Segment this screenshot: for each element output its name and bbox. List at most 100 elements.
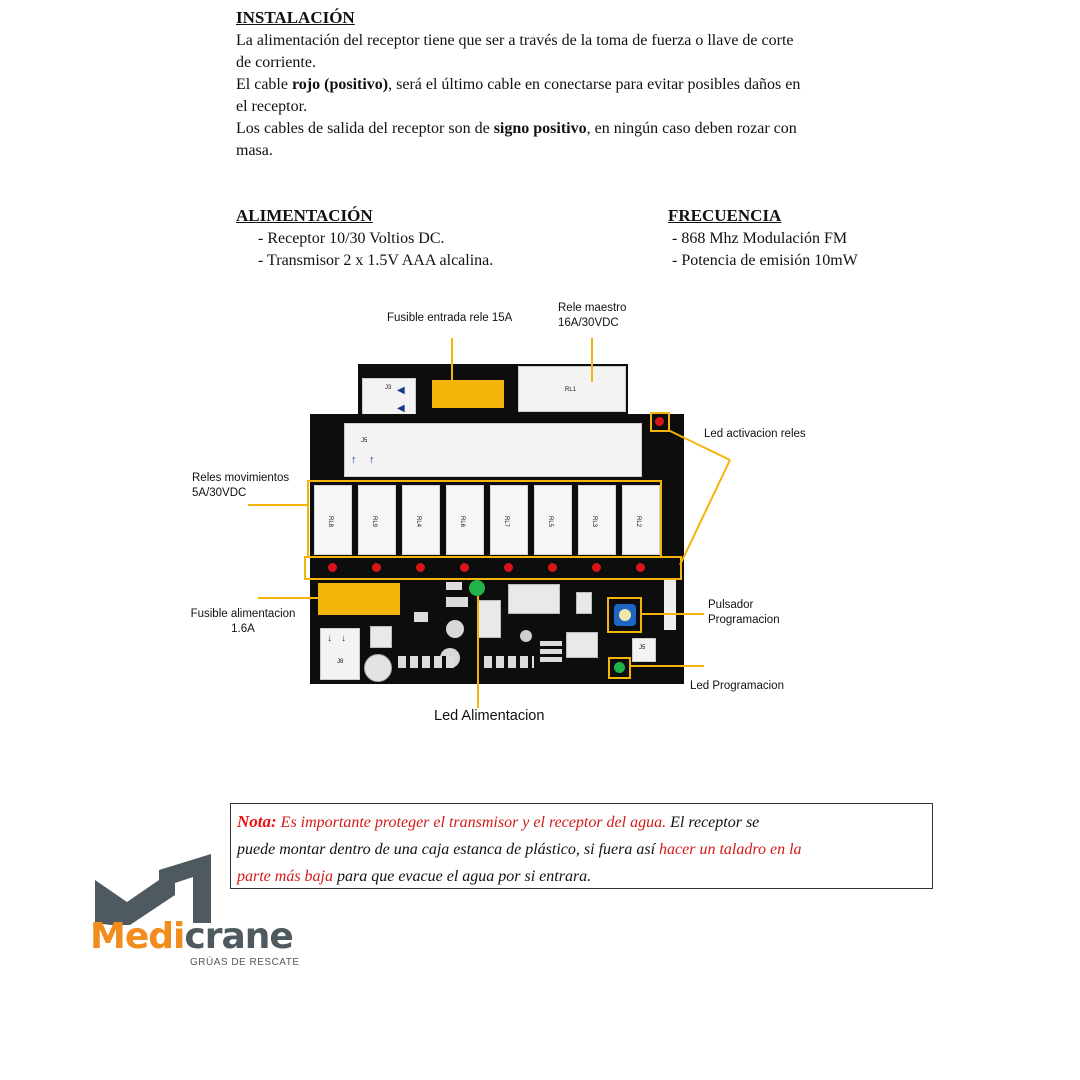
led-red-icon	[328, 563, 337, 572]
relay-rl5: RL5	[534, 485, 572, 555]
label-pulsador-line2: Programacion	[708, 614, 780, 626]
label-led-alimentacion: Led Alimentacion	[434, 708, 545, 724]
j5-label: J5	[361, 438, 368, 444]
label-fusible-alim-line2: 1.6A	[231, 623, 255, 635]
arrow-up-icon: ↑	[369, 454, 375, 466]
nota-red-2b: parte más baja	[237, 868, 333, 885]
relay-master-rl1: RL1	[518, 366, 626, 412]
nota-box: Nota: Es importante proteger el transmis…	[230, 803, 933, 889]
relay-rl3: RL3	[578, 485, 616, 555]
instalacion-p3-line1: Los cables de salida del receptor son de…	[236, 118, 936, 140]
label-rele-maestro: Rele maestro 16A/30VDC	[558, 301, 626, 331]
j3-label: J3	[385, 385, 392, 391]
nota-black-1: El receptor se	[666, 814, 760, 831]
frecuencia-heading: FRECUENCIA	[668, 206, 782, 225]
arrow-left-icon: ◀	[397, 385, 405, 396]
p2-text-a: El cable	[236, 76, 292, 93]
label-rele-maestro-line2: 16A/30VDC	[558, 317, 619, 329]
p2-text-b: , será el último cable en conectarse par…	[388, 76, 801, 93]
led-red-icon	[636, 563, 645, 572]
fuse-input-15a	[432, 380, 504, 408]
arrow-up-icon: ↑	[351, 454, 357, 466]
connector-j5: J5 ↑ ↑	[344, 423, 642, 477]
rl1-label: RL1	[565, 387, 577, 393]
led-red-icon	[460, 563, 469, 572]
chip-u2	[508, 584, 560, 614]
highlight-box	[650, 412, 670, 432]
instalacion-p2-line1: El cable rojo (positivo), será el último…	[236, 74, 936, 96]
nota-line2-black: puede montar dentro de una caja estanca …	[237, 841, 660, 858]
label-rele-maestro-line1: Rele maestro	[558, 302, 627, 314]
relay-rl8: RL8	[314, 485, 352, 555]
j5b-label: J5	[639, 645, 646, 651]
pulsador-highlight	[607, 597, 642, 633]
relay-rl2: RL2	[622, 485, 660, 555]
alimentacion-heading: ALIMENTACIÓN	[236, 206, 373, 225]
relay-label: RL2	[635, 516, 641, 528]
label-pulsador-line1: Pulsador	[708, 599, 754, 611]
p3-bold: signo positivo	[493, 120, 587, 137]
connector-j3: J3 ◀ ◀	[362, 378, 416, 420]
alimentacion-list: - Receptor 10/30 Voltios DC. - Transmiso…	[258, 228, 493, 272]
led-red-icon	[372, 563, 381, 572]
pad	[414, 612, 428, 622]
callout-led-activacion-2	[679, 459, 731, 566]
relay-rl6: RL6	[446, 485, 484, 555]
relay-label: RL7	[503, 516, 509, 528]
instalacion-p1-line2: de corriente.	[236, 54, 316, 71]
capacitor-c7	[446, 620, 464, 638]
j8-label: J8	[337, 659, 344, 665]
medicrane-logo: Medicrane GRÚAS DE RESCATE	[90, 850, 320, 975]
instalacion-text: La alimentación del receptor tiene que s…	[236, 30, 936, 162]
relay-label: RL6	[459, 516, 465, 528]
instalacion-p1-line1: La alimentación del receptor tiene que s…	[236, 32, 794, 49]
connector-side	[664, 580, 676, 630]
chip-u6	[566, 632, 598, 658]
arrow-down-icon: ↓	[327, 633, 332, 644]
frecuencia-item: - 868 Mhz Modulación FM	[672, 230, 848, 247]
logo-word-a: Medi	[90, 916, 185, 957]
instalacion-p3-line2: masa.	[236, 142, 273, 159]
pad-row	[484, 656, 534, 668]
label-reles-mov-line2: 5A/30VDC	[192, 487, 247, 499]
nota-line1: Nota: Es importante proteger el transmis…	[237, 808, 926, 836]
alimentacion-item: - Receptor 10/30 Voltios DC.	[258, 230, 445, 247]
logo-tagline: GRÚAS DE RESCATE	[190, 957, 300, 968]
nota-label: Nota:	[237, 812, 277, 831]
label-pulsador: Pulsador Programacion	[708, 598, 780, 628]
button-cap	[619, 609, 631, 621]
frecuencia-item: - Potencia de emisión 10mW	[672, 252, 858, 269]
relay-label: RL3	[591, 516, 597, 528]
relay-label: RL4	[415, 516, 421, 528]
chip-u5	[576, 592, 592, 614]
led-alimentacion-green	[469, 580, 485, 596]
led-programacion-highlight	[608, 657, 631, 679]
callout-lines	[248, 338, 731, 708]
leds-highlight	[304, 556, 682, 580]
label-led-programacion: Led Programacion	[690, 680, 784, 692]
connector-j8: ↓ ↓ J8	[320, 628, 360, 680]
led-red-icon	[416, 563, 425, 572]
logo-m-icon	[95, 854, 211, 925]
led-row	[320, 563, 660, 575]
logo-word-b: crane	[184, 916, 293, 957]
label-reles-mov-line1: Reles movimientos	[192, 472, 290, 484]
push-button-icon	[614, 604, 636, 626]
led-activacion-highlight	[650, 412, 670, 432]
relay-row: RL8 RL9 RL4 RL6 RL7 RL5 RL3 RL2	[314, 485, 660, 555]
pad-grid	[540, 640, 562, 662]
relay-rl9: RL9	[358, 485, 396, 555]
pad	[446, 597, 468, 607]
relay-label: RL8	[327, 516, 333, 528]
label-fusible-alimentacion: Fusible alimentacion 1.6A	[188, 607, 298, 637]
label-led-activacion: Led activacion reles	[704, 428, 806, 440]
nota-red-1: Es importante proteger el transmisor y e…	[280, 814, 667, 831]
instalacion-heading: INSTALACIÓN	[236, 8, 355, 27]
nota-line2: puede montar dentro de una caja estanca …	[237, 836, 926, 863]
relay-label: RL5	[547, 516, 553, 528]
led-red-icon	[592, 563, 601, 572]
connector-j5b: J5	[632, 638, 656, 662]
led-green-icon	[614, 662, 625, 673]
instalacion-p2-line2: el receptor.	[236, 98, 308, 115]
